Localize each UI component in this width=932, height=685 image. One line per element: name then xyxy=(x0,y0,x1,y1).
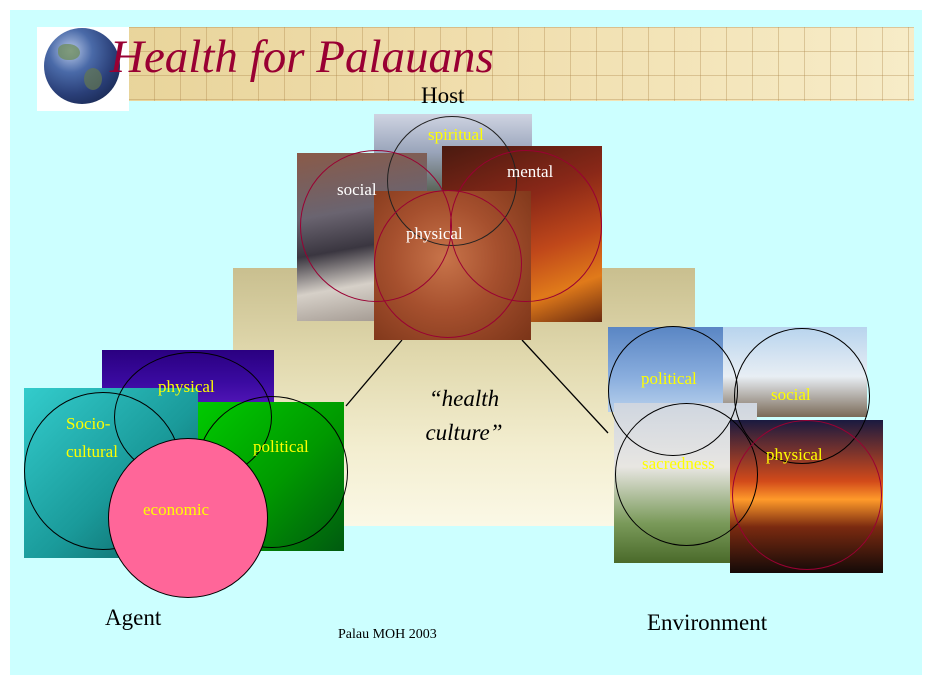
agent-physical-text: physical xyxy=(158,377,215,396)
footer-credit: Palau MOH 2003 xyxy=(338,627,437,642)
health-culture-line-1: “health xyxy=(428,386,500,411)
host-mental-text: mental xyxy=(507,162,554,181)
host-label: Host xyxy=(421,83,465,108)
host-physical-text: physical xyxy=(406,224,463,243)
agent-sociocultural-text-1: Socio- xyxy=(66,414,111,433)
globe-icon xyxy=(44,28,120,104)
agent-label: Agent xyxy=(105,605,162,630)
env-sacredness-text: sacredness xyxy=(642,454,715,473)
title-banner xyxy=(102,27,914,101)
line-host-environment xyxy=(521,339,609,434)
env-social-text: social xyxy=(771,385,811,404)
agent-political-text: political xyxy=(253,437,309,456)
line-host-agent xyxy=(345,339,403,407)
env-physical-text: physical xyxy=(766,445,823,464)
agent-economic-circle xyxy=(108,438,268,598)
health-culture-line-2: culture” xyxy=(425,420,503,445)
slide-title: Health for Palauans xyxy=(110,31,494,83)
environment-label: Environment xyxy=(647,610,768,635)
env-physical-circle xyxy=(732,420,882,570)
agent-economic-text: economic xyxy=(143,500,210,519)
env-political-text: political xyxy=(641,369,697,388)
host-spiritual-text: spiritual xyxy=(428,125,484,144)
connector-lines xyxy=(345,339,609,434)
host-physical-circle xyxy=(374,190,522,338)
host-social-text: social xyxy=(337,180,377,199)
slide: Health for Palauans “health culture” Hos… xyxy=(10,10,922,675)
agent-sociocultural-text-2: cultural xyxy=(66,442,118,461)
health-culture-text: “health culture” xyxy=(402,382,526,450)
